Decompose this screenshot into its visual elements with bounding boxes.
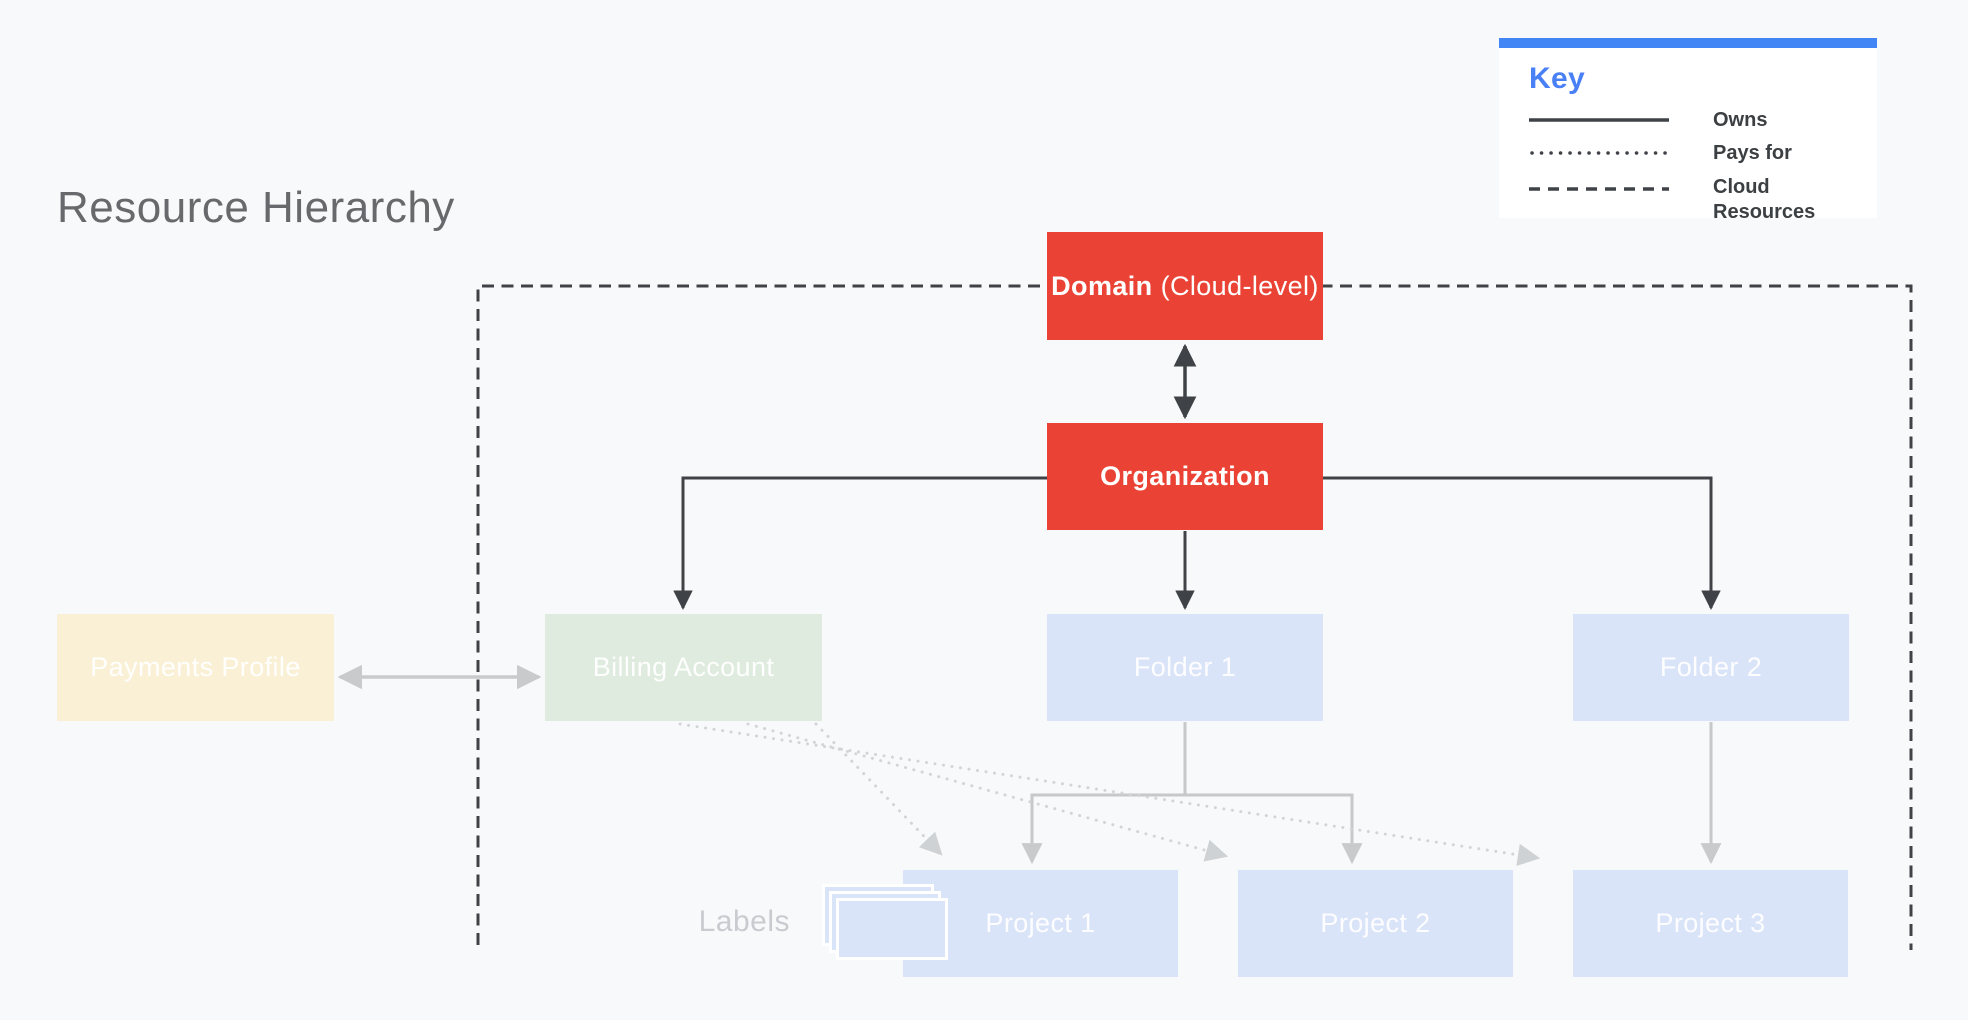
node-domain: Domain (Cloud-level) [1047, 232, 1323, 340]
edge-billing-project2-dotted [746, 722, 1229, 862]
node-project-2-label: Project 2 [1320, 908, 1431, 938]
node-domain-sublabel: (Cloud-level) [1160, 270, 1319, 301]
node-billing-account-label: Billing Account [592, 652, 775, 682]
node-billing-account: Billing Account [545, 614, 822, 721]
node-project-3-label: Project 3 [1655, 908, 1766, 938]
legend-key-box: Key Owns Pays for Cloud Resources [1499, 38, 1877, 223]
legend-accent-bar [1499, 38, 1877, 48]
edge-folder1-project1 [1021, 722, 1187, 865]
labels-stack-icon [822, 884, 952, 966]
edge-billing-project3-dotted [678, 722, 1541, 866]
node-organization: Organization [1047, 423, 1323, 530]
node-organization-label: Organization [1100, 461, 1270, 491]
legend-label-cloud-resources: Cloud Resources [1713, 176, 1816, 223]
edge-folder1-project2 [1185, 793, 1363, 865]
label-card-front [836, 898, 948, 960]
node-project-1: Project 1 [903, 870, 1178, 977]
legend-label-owns: Owns [1713, 109, 1768, 131]
edge-organization-folder2 [1323, 476, 1721, 610]
node-project-3: Project 3 [1573, 870, 1848, 977]
node-payments-profile-label: Payments Profile [90, 652, 301, 682]
node-domain-label: Domain [1051, 270, 1153, 301]
edge-organization-billing [673, 476, 1047, 610]
node-folder-2: Folder 2 [1573, 614, 1849, 721]
labels-annotation: Labels [698, 905, 790, 938]
node-folder-1: Folder 1 [1047, 614, 1323, 721]
page-title: Resource Hierarchy [57, 183, 455, 232]
node-payments-profile: Payments Profile [57, 614, 334, 721]
node-folder-1-label: Folder 1 [1133, 652, 1237, 682]
legend-label-pays-for: Pays for [1713, 142, 1792, 164]
node-project-1-label: Project 1 [985, 908, 1096, 938]
legend-line-samples [1529, 118, 1669, 191]
edge-billing-project1-dotted [814, 722, 943, 856]
legend-heading: Key [1529, 62, 1585, 95]
node-folder-2-label: Folder 2 [1659, 652, 1763, 682]
node-project-2: Project 2 [1238, 870, 1513, 977]
